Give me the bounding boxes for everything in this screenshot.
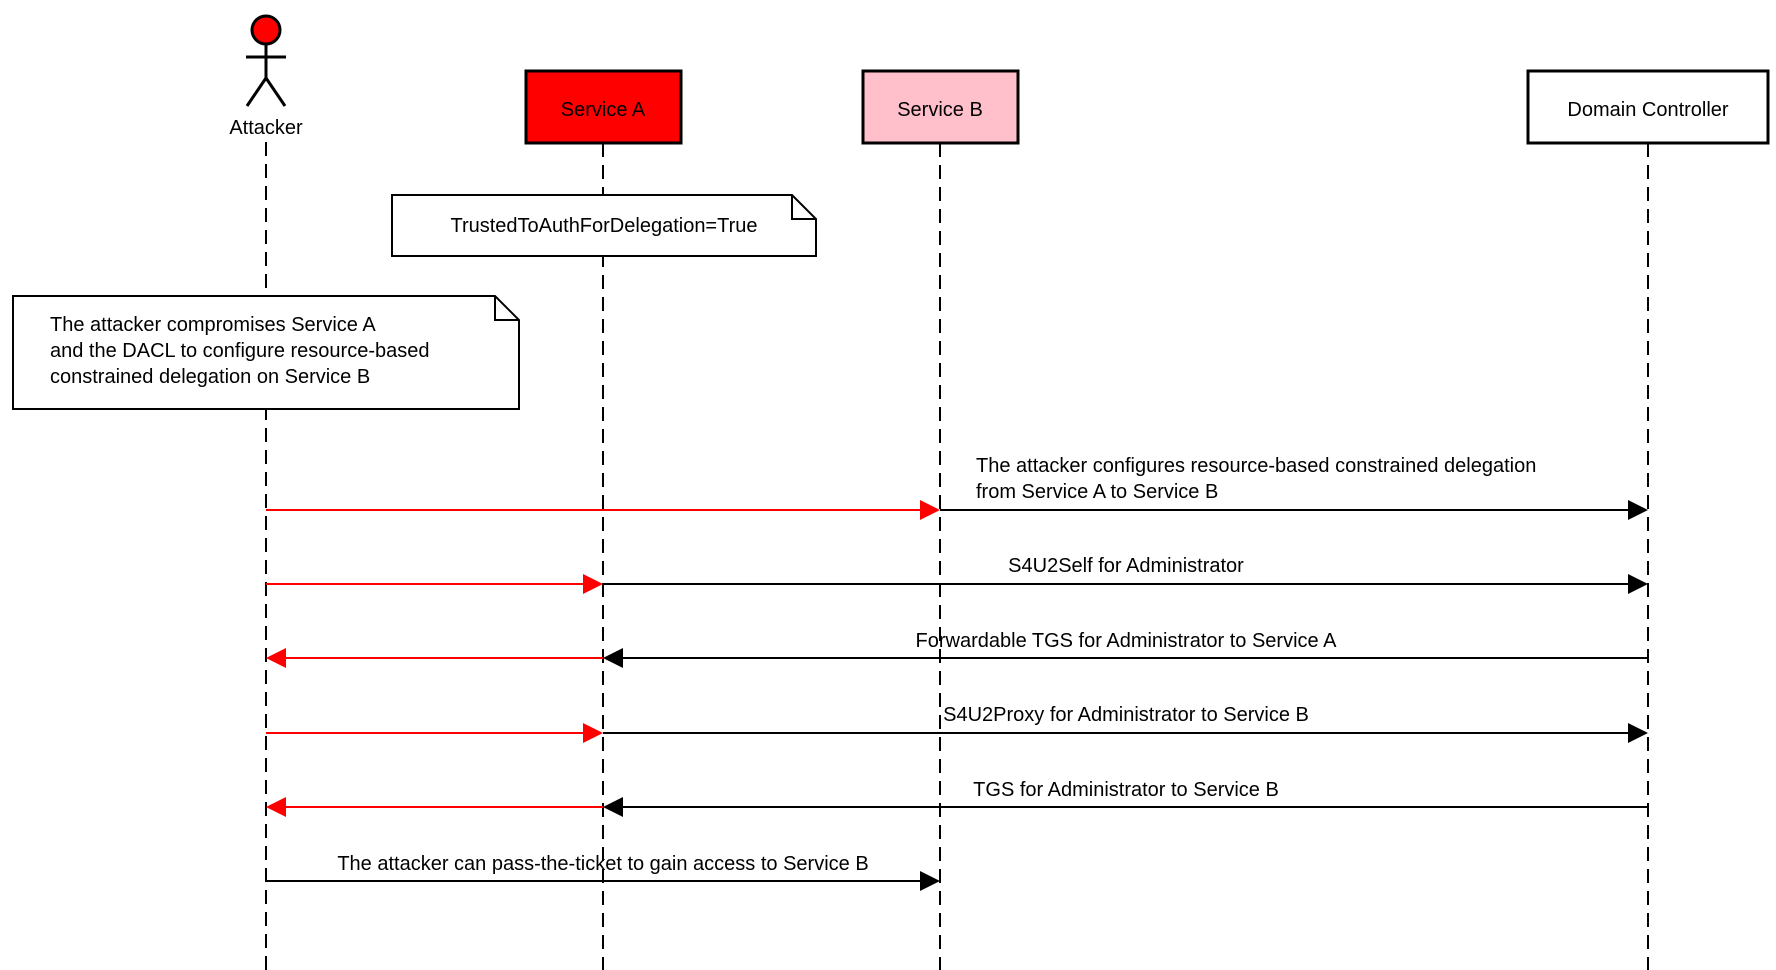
message-tgs-service-b-label: TGS for Administrator to Service B (973, 779, 1279, 801)
message-forwardable-tgs: Forwardable TGS for Administrator to Ser… (266, 630, 1648, 668)
service-b-label: Service B (897, 99, 983, 121)
domain-controller-label: Domain Controller (1567, 99, 1729, 121)
attacker-head (250, 14, 282, 46)
message-pass-the-ticket: The attacker can pass-the-ticket to gain… (266, 853, 940, 891)
message-configure-rbcd-label: The attacker configures resource-based c… (976, 455, 1542, 503)
compromise-note-text: The attacker compromises Service A and t… (50, 314, 435, 388)
message-s4u2proxy-label: S4U2Proxy for Administrator to Service B (943, 704, 1309, 726)
message-pass-the-ticket-label: The attacker can pass-the-ticket to gain… (337, 853, 868, 875)
delegation-flag-note: TrustedToAuthForDelegation=True (391, 194, 817, 257)
message-s4u2proxy: S4U2Proxy for Administrator to Service B (266, 704, 1648, 743)
attacker-actor (245, 14, 287, 107)
message-forwardable-tgs-label: Forwardable TGS for Administrator to Ser… (916, 630, 1338, 652)
compromise-note: The attacker compromises Service A and t… (12, 295, 520, 410)
message-configure-rbcd: The attacker configures resource-based c… (266, 455, 1648, 520)
message-tgs-service-b: TGS for Administrator to Service B (266, 779, 1648, 817)
service-a-label: Service A (561, 99, 646, 121)
message-s4u2self-label: S4U2Self for Administrator (1008, 555, 1244, 577)
domain-controller-participant: Domain Controller (1526, 69, 1770, 145)
message-s4u2self: S4U2Self for Administrator (266, 555, 1648, 594)
attacker-label: Attacker (229, 117, 303, 139)
service-b-participant: Service B (861, 69, 1020, 145)
lifelines (265, 142, 1649, 970)
delegation-flag-note-text: TrustedToAuthForDelegation=True (450, 215, 757, 237)
service-a-participant: Service A (524, 69, 683, 145)
